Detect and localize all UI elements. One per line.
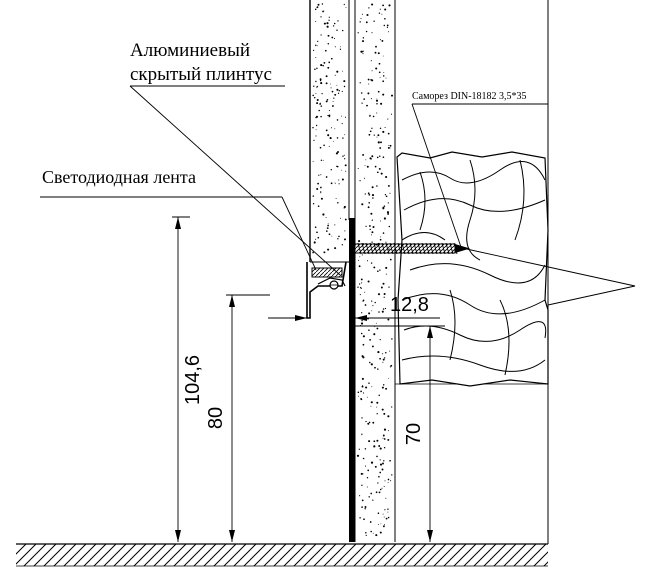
dim-joist-height: 70 [403,423,425,445]
led-label: Светодиодная лента [42,167,196,187]
board-texture [312,3,347,254]
wall-board-upper [309,0,350,263]
profile-label-line-2: скрытый плинтус [130,64,272,85]
plasterboard-layer [354,0,396,542]
dimension-arrows [175,217,433,542]
wooden-joist [396,151,549,387]
screw-label: Саморез DIN-18182 3,5*35 [412,91,527,102]
dim-led-height: 80 [205,407,227,429]
profile-label-line-1: Алюминиевый [130,40,250,61]
aluminium-profile-strip [349,218,355,542]
leader-lines [40,85,636,306]
plaster-texture [356,3,394,537]
floor-slab [16,543,548,567]
screw [354,242,470,255]
skirting-profile [306,261,347,319]
dim-offset: 12,8 [390,294,429,316]
dim-total-height: 104,6 [182,355,204,405]
screw-thread [357,242,458,255]
